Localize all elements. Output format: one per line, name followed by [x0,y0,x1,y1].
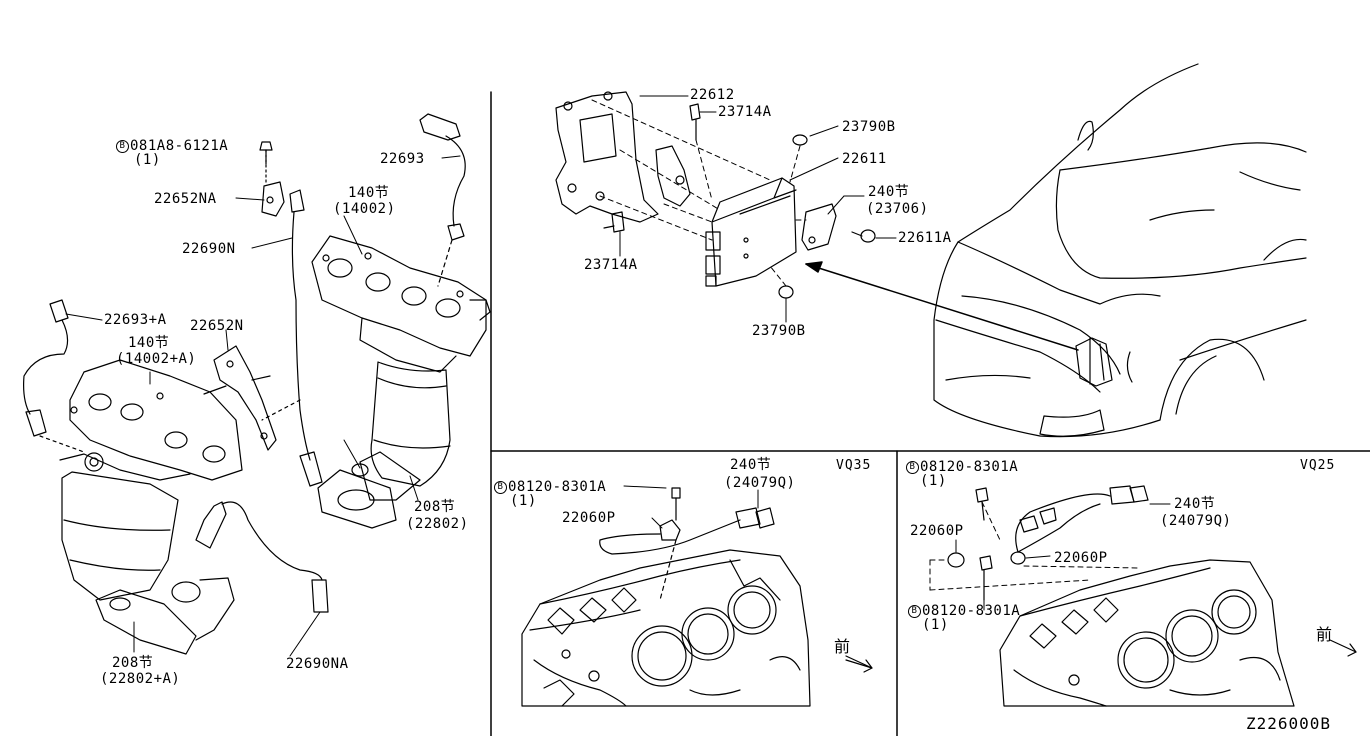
label-section-140-right: 140节 [348,185,390,201]
bracket-22652na [261,149,285,217]
label-section-208-left: 208节 [112,655,154,671]
label-23714a-left: 23714A [584,257,638,273]
catalyst-left-bank [61,471,235,655]
vq25-dashed-guides [929,501,1141,591]
label-vq35-section-240: 240节 [730,457,772,473]
locator-arrow [805,261,1079,351]
label-22652na: 22652NA [154,191,217,207]
label-vq25-bolt-top-qty: (1) [920,473,947,489]
label-23790b-bottom: 23790B [752,323,806,339]
label-section-140-right-ref: (14002) [333,201,396,217]
catalyst-right-bank [317,361,451,529]
ecm-unit-22611 [705,177,797,287]
leader-lines-ecm [619,95,897,323]
label-vq25-bolt-bottom-qty: (1) [922,617,949,633]
oxygen-sensor-22693 [419,113,466,287]
label-vq35-bolt-qty: (1) [510,493,537,509]
bolt-part-number: 08120-8301A [508,479,607,495]
label-22693-a: 22693+A [104,312,167,328]
leader-lines-left [65,155,461,657]
label-vq25-22060p-left: 22060P [910,523,964,539]
leader-lines-vq35 [623,485,759,529]
vq25-knock-sensors [947,485,1149,601]
label-22652n: 22652N [190,318,244,334]
section-title-vq25: VQ25 [1300,458,1336,473]
label-vq25-section-240: 240节 [1174,496,1216,512]
bolt-part-number: 08120-8301A [920,459,1019,475]
label-22690n: 22690N [182,241,236,257]
bolt-circle-symbol: B [908,604,921,618]
vq25-front-mark: 前 [1316,625,1333,644]
label-22611: 22611 [842,151,887,167]
bolt-circle-symbol: B [906,460,919,474]
exhaust-manifold-left-bank [59,359,243,481]
label-section-240-ecm-ref: (23706) [866,201,929,217]
label-22612: 22612 [690,87,735,103]
bracket-22652n [203,345,277,451]
label-vq25-section-240-ref: (24079Q) [1160,513,1232,529]
bolt-circle-symbol: B [494,480,507,494]
label-23790b-top: 23790B [842,119,896,135]
oxygen-sensor-22693-a [23,299,85,453]
bolt-part-number: 081A8-6121A [130,138,229,154]
label-section-208-right: 208节 [414,499,456,515]
vq35-knock-sensor [599,487,775,601]
label-vq35-22060p: 22060P [562,510,616,526]
vq35-front-arrow [845,655,873,673]
label-22693: 22693 [380,151,425,167]
label-section-140-left-ref: (14002+A) [116,351,197,367]
vq25-front-arrow [1329,639,1357,657]
label-vq25-22060p-right: 22060P [1054,550,1108,566]
label-section-208-right-ref: (22802) [406,516,469,532]
diagram-code: Z226000B [1246,714,1332,733]
vq35-engine-block [521,549,811,707]
section-dividers [490,91,1370,736]
bolt-part-number: 08120-8301A [922,603,1021,619]
label-22611a: 22611A [898,230,952,246]
oxygen-sensor-22690n [261,189,323,487]
vehicle-front-illustration [933,63,1307,438]
vq25-engine-block [999,559,1295,707]
ecm-dashed-guides [591,99,807,287]
label-23714a-top: 23714A [718,104,772,120]
bolt-081a8-6121a [259,141,273,165]
label-bolt-081a8-qty: (1) [134,152,161,168]
ecm-bracket-22612 [555,91,691,223]
label-22690na: 22690NA [286,656,349,672]
bolt-circle-symbol: B [116,139,129,153]
exhaust-manifold-right-bank [311,235,491,373]
label-section-140-left: 140节 [128,335,170,351]
label-vq35-section-240-ref: (24079Q) [724,475,796,491]
ecm-bracket-22611a [801,203,837,251]
leader-lines-vq25 [955,503,1171,611]
vq35-front-mark: 前 [834,637,851,656]
section-title-vq35: VQ35 [836,458,872,473]
label-section-240-ecm: 240节 [868,184,910,200]
label-section-208-left-ref: (22802+A) [100,671,181,687]
oxygen-sensor-22690na [195,501,329,613]
